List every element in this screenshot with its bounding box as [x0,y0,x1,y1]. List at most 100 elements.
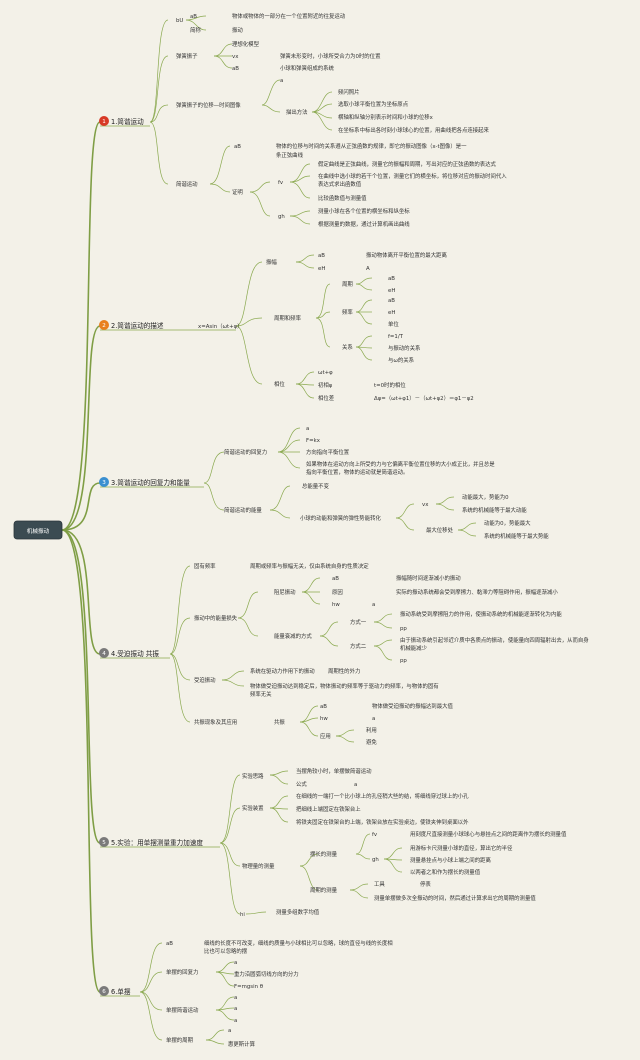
node-text-62: 小球的动能和弹簧的弹性势能转化 [300,514,381,522]
section-4-node[interactable]: 4 4.受迫振动 共振 [99,648,159,658]
root-node[interactable]: 机械振动 [13,520,63,540]
node-text-118: 工具 [374,881,385,888]
node-text-74: 振幅随时间逐渐减小的振动 [396,574,461,582]
node-text-107: 把细线上端固定在铁架台上 [296,805,361,813]
section-5-label: 5.实验：用单摆测量重力加速度 [111,838,203,847]
node-text-98: 应用 [320,732,331,740]
node-text-99: 利用 [366,726,377,734]
node-text-45: f=1/T [388,334,404,340]
node-text-103: 公式 [296,780,307,788]
section-2-badge-num: 2 [102,323,106,329]
node-text-5: 弹簧振子 [176,52,198,60]
node-text-126: 单摆的回复力 [166,968,198,976]
node-text-120: 测量单摆做多次全振动的时间，然后通过计算求出它的周期的测量值 [374,894,536,902]
node-text-53: Δφ=（ωt+φ1）－（ωt+φ2）＝φ1－φ2 [374,395,474,402]
node-text-46: 与振动的关系 [388,344,421,352]
node-text-30: 根据测量的数据，通过计算机画出曲线 [318,220,410,228]
section-5-node[interactable]: 5 5.实验：用单摆测量重力加速度 [99,837,203,847]
node-text-22: 证明 [232,189,243,196]
node-text-1: aB [190,14,197,20]
node-text-122: 测量多组数字均值 [276,908,320,916]
node-text-76: 实际的振动系统都会受到摩擦力、黏滞力等阻碍作用，振幅逐渐减小 [396,588,558,596]
node-text-59: 指向平衡位置，物体的运动就是简谐运动。 [306,468,408,476]
section-1-node[interactable]: 1 1.简谐运动 [99,116,144,126]
node-text-11: 弹簧振子的位移—时间图像 [176,101,241,109]
section-2-badge [99,320,109,330]
section-3-badge-num: 3 [102,480,106,486]
node-text-36: 周期和频率 [274,314,302,322]
node-text-116: 以两者之和作为摆长的测量值 [410,868,481,876]
node-text-93: 共振 [274,718,285,726]
node-text-48: 相位 [274,380,285,388]
node-text-125: 比也可以忽略的摆 [204,947,248,955]
node-text-28: gh [278,214,285,220]
formula-description: x=Asin（ωt+φ） [198,323,243,330]
node-text-123: aB [166,941,173,947]
node-text-39: eH [388,288,395,294]
node-text-52: 相位差 [318,394,335,402]
node-text-91: 频率无关 [250,690,272,698]
node-text-114: 用游标卡尺测量小球的直径，算出它的半径 [410,844,513,852]
node-text-82: pp [400,626,407,632]
node-text-87: 受迫振动 [194,676,216,684]
node-text-72: 阻尼振动 [274,588,296,596]
node-text-15: 选取小球平衡位置为坐标原点 [338,100,409,108]
node-text-81: 振动系统受到摩擦阻力的作用，使振动系统的机械能逐渐转化为内能 [400,610,562,618]
node-text-55: a [306,426,309,432]
node-text-105: 实验装置 [242,804,264,812]
section-4-badge [99,648,109,658]
node-text-85: 机械能减少 [400,644,428,652]
node-text-96: hw [320,716,328,722]
section-1-badge-num: 1 [102,119,106,125]
node-text-35: A [366,266,370,272]
node-text-77: hw [332,602,340,608]
section-6-badge-num: 6 [102,989,106,995]
section-6-node[interactable]: 6 6.单摆 [99,986,131,996]
node-text-97: a [372,716,375,722]
node-text-124: 细线的长度不可改变，细线的质量与小球相比可以忽略，球的直径与线的长度相 [204,939,393,947]
node-text-101: 实验思路 [242,772,264,780]
node-text-79: 能量衰减的方式 [274,632,312,640]
node-text-75: 原因 [332,589,343,596]
node-text-57: 方向指向平衡位置 [306,448,350,456]
node-text-58: 如果物体在运动方向上所受的力与它偏离平衡位置位移的大小成正比，并且总是 [306,460,495,468]
node-text-135: a [228,1028,231,1034]
node-text-108: 将铁夹固定在铁架台的上端，铁架台放在实验桌边，使铁夹伸到桌面以外 [296,818,469,826]
node-text-129: F=mgsin θ [234,984,263,990]
node-text-32: aB [318,253,325,259]
node-text-4: 振动 [232,26,243,34]
node-text-94: aB [320,704,327,710]
node-text-3: 简称 [190,26,201,34]
section-4-label: 4.受迫振动 共振 [111,649,159,658]
node-text-88: 系统在驱动力作用下的振动 [250,667,315,675]
section-2-label: 2.简谐运动的描述 [111,321,164,330]
node-text-29: 测量小球在各个位置的横坐标和纵坐标 [318,207,410,215]
node-text-84: 由于振动系统引起邻近介质中各质点的振动，使能量向四周辐射出去，从而自身 [400,636,589,644]
node-text-113: gh [372,857,379,863]
section-1-label: 1.简谐运动 [111,117,144,126]
node-text-100: 避免 [366,738,377,746]
node-text-14: 频闪照片 [338,88,360,96]
node-text-44: 关系 [342,343,353,351]
section-3-node[interactable]: 3 3.简谐运动的回复力和能量 [99,477,190,487]
node-text-50: 初相φ [318,381,333,389]
node-text-102: 当摆角较小时，单摆做简谐运动 [296,767,372,775]
node-text-51: t=0时的相位 [374,381,406,389]
node-text-117: 周期的测量 [310,886,338,894]
node-text-60: 简谐运动的能量 [224,506,262,514]
node-text-47: 与ω的关系 [388,356,415,364]
node-text-92: 共振现象及其应用 [194,718,237,726]
node-text-95: 物体做受迫振动的振幅达到最大值 [372,702,453,710]
node-text-17: 在坐标系中标出各时刻小球球心的位置，用曲线把各点连接起来 [338,126,490,134]
node-text-68: 系统的机械能等于最大势能 [484,532,549,540]
node-text-128: 重力沿圆弧切线方向的分力 [234,970,299,978]
node-text-67: 动能为0，势能最大 [484,519,531,527]
node-text-16: 横轴和纵轴分别表示时间和小球的位移x [338,113,434,121]
node-text-13: 描出方法 [286,108,308,116]
node-text-23: fv [278,180,284,186]
node-text-106: 在细线的一端打一个比小球上的孔径稍大些的结，将细线穿过球上的小孔 [296,792,469,800]
section-2-node[interactable]: 2 2.简谐运动的描述 x=Asin（ωt+φ） [99,320,243,330]
root-label: 机械振动 [27,527,50,535]
node-text-127: a [234,960,237,966]
node-text-41: aB [388,298,395,304]
